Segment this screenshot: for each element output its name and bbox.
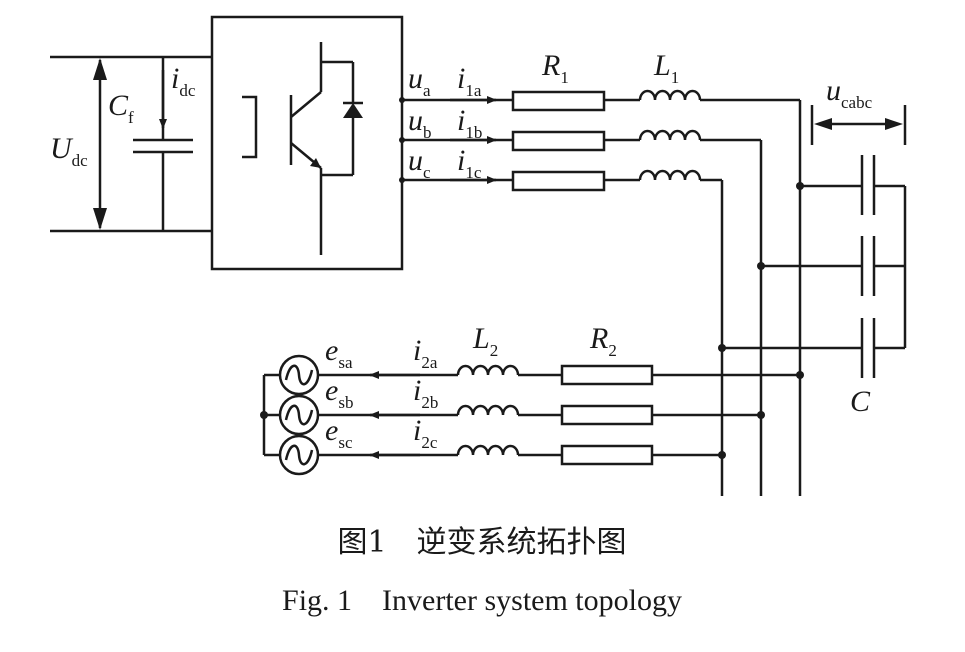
ua-label: ua — [408, 62, 431, 100]
r1-label: R1 — [541, 49, 569, 87]
freewheel-diode-icon — [321, 60, 363, 177]
caption-chinese: 图1 逆变系统拓扑图 — [337, 525, 626, 560]
resistor-r2 — [560, 364, 654, 466]
ac-source-icon — [278, 354, 320, 396]
i2c-label: i2c — [413, 414, 438, 452]
ucabc-label: ucabc — [826, 74, 873, 112]
igbt-switch-icon — [242, 42, 323, 255]
inverter-bridge-box — [210, 15, 404, 271]
cf-label: Cf — [108, 89, 134, 127]
esa-label: esa — [325, 334, 353, 372]
inductor-l2 — [456, 364, 520, 456]
esc-label: esc — [325, 414, 353, 452]
phase-c-line — [399, 177, 724, 496]
l1-label: L1 — [653, 49, 679, 87]
i2a-label: i2a — [413, 334, 438, 372]
i1c-label: i1c — [457, 144, 482, 182]
inductor-l1 — [638, 89, 702, 181]
i2b-label: i2b — [413, 374, 438, 412]
caption-english: Fig. 1 Inverter system topology — [282, 584, 682, 617]
ub-label: ub — [408, 104, 432, 142]
uc-label: uc — [408, 144, 431, 182]
l2-label: L2 — [472, 322, 498, 360]
ucabc-dimension — [810, 105, 907, 145]
idc-label: idc — [171, 62, 196, 100]
r2-label: R2 — [589, 322, 617, 360]
c-label: C — [850, 385, 871, 418]
i1b-label: i1b — [457, 104, 482, 142]
i1a-label: i1a — [457, 62, 482, 100]
dc-bus — [50, 55, 212, 233]
esb-label: esb — [325, 374, 353, 412]
grid-voltage-sources — [260, 354, 320, 476]
resistor-r1 — [511, 90, 606, 192]
ac-source-icon — [278, 434, 320, 476]
ac-source-icon — [278, 394, 320, 436]
udc-voltage-arrow — [93, 58, 107, 230]
filter-capacitor-c — [718, 155, 907, 378]
udc-label: Udc — [50, 132, 88, 170]
